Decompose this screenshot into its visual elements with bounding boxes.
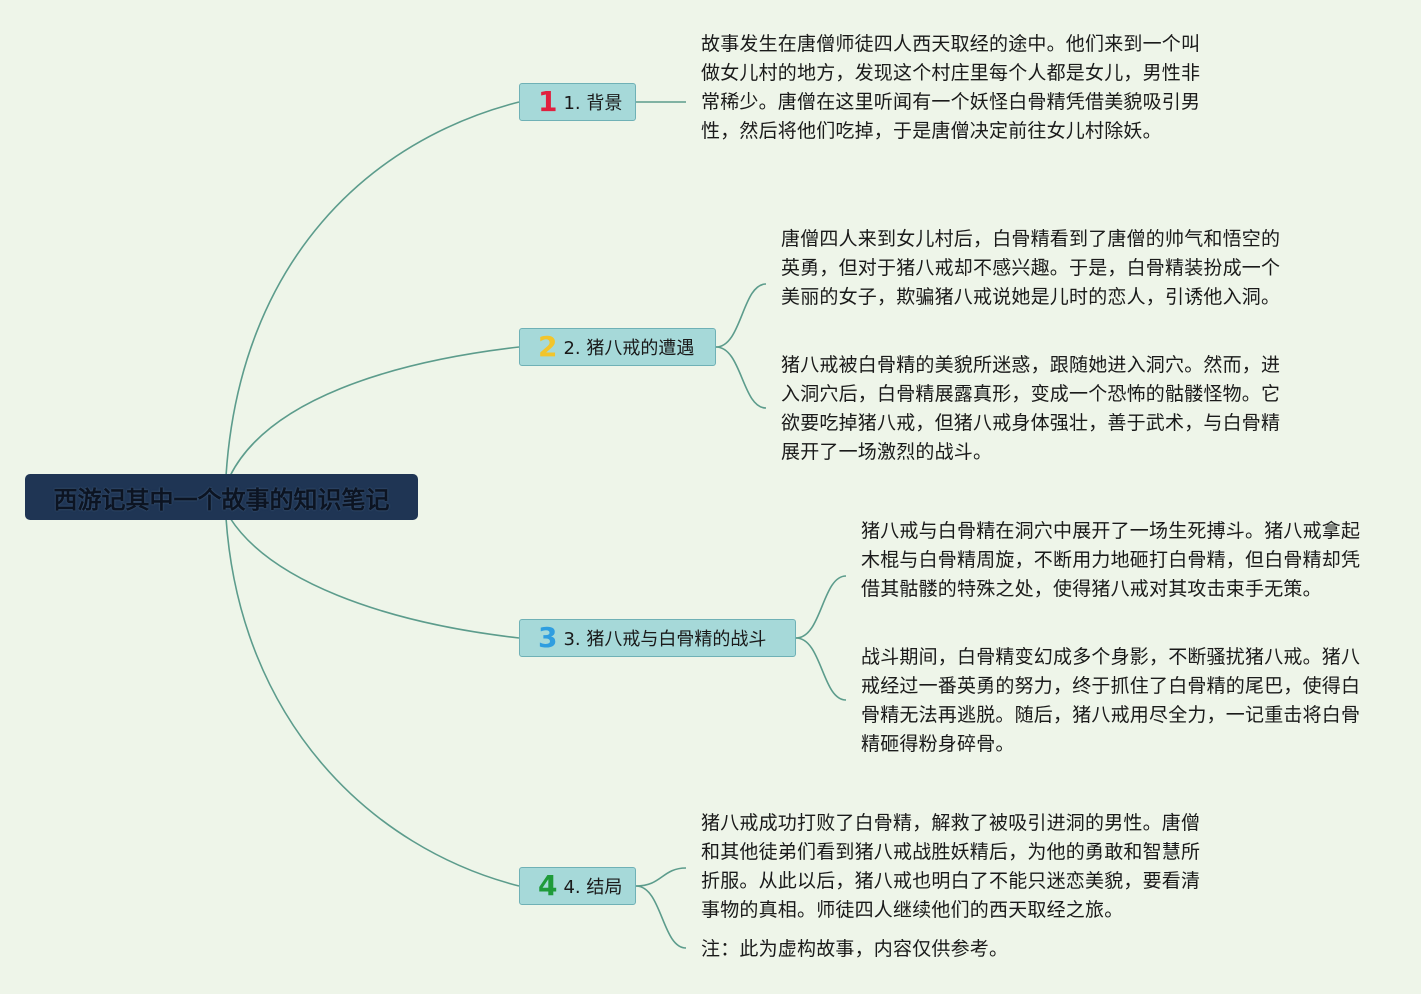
branch-topic-4[interactable]: 4 4. 结局 bbox=[519, 867, 636, 905]
connector-root-to-branch-1 bbox=[225, 101, 520, 477]
number-4-icon: 4 bbox=[538, 869, 558, 902]
connector-root-to-branch-2 bbox=[229, 346, 520, 477]
connector-branch-2-note-2 bbox=[715, 346, 767, 409]
branch-2-note-2: 猪八戒被白骨精的美貌所迷惑，跟随她进入洞穴。然而，进入洞穴后，白骨精展露真形，变… bbox=[781, 354, 1281, 463]
central-topic[interactable]: 西游记其中一个故事的知识笔记 bbox=[25, 474, 418, 520]
number-2-icon: 2 bbox=[538, 330, 558, 363]
branch-topic-1[interactable]: 1 1. 背景 bbox=[519, 83, 636, 121]
connector-branch-3-note-2 bbox=[795, 637, 847, 701]
branch-topic-3[interactable]: 3 3. 猪八戒与白骨精的战斗 bbox=[519, 619, 796, 657]
branch-topic-2[interactable]: 2 2. 猪八戒的遭遇 bbox=[519, 328, 716, 366]
connector-root-to-branch-3 bbox=[229, 517, 520, 639]
branch-topic-1-label: 1. 背景 bbox=[563, 93, 623, 114]
branch-topic-4-label: 4. 结局 bbox=[563, 877, 623, 898]
branch-4-note-2: 注：此为虚构故事，内容仅供参考。 bbox=[701, 938, 1009, 960]
branch-topic-2-label: 2. 猪八戒的遭遇 bbox=[563, 338, 695, 359]
number-1-icon: 1 bbox=[538, 85, 558, 118]
branch-1-note-1: 故事发生在唐僧师徒四人西天取经的途中。他们来到一个叫做女儿村的地方，发现这个村庄… bbox=[701, 33, 1201, 142]
connector-branch-3-note-1 bbox=[795, 575, 847, 639]
connector-branch-4-note-2 bbox=[635, 885, 687, 949]
connector-branch-2-note-1 bbox=[715, 283, 767, 348]
branch-2-note-1: 唐僧四人来到女儿村后，白骨精看到了唐僧的帅气和悟空的英勇，但对于猪八戒却不感兴趣… bbox=[781, 228, 1281, 308]
branch-4-note-1: 猪八戒成功打败了白骨精，解救了被吸引进洞的男性。唐僧和其他徒弟们看到猪八戒战胜妖… bbox=[701, 812, 1201, 921]
number-3-icon: 3 bbox=[538, 621, 558, 654]
connector-root-to-branch-4 bbox=[225, 517, 520, 887]
connector-branch-4-note-1 bbox=[635, 867, 687, 887]
branch-topic-3-label: 3. 猪八戒与白骨精的战斗 bbox=[563, 629, 767, 650]
central-topic-title: 西游记其中一个故事的知识笔记 bbox=[53, 485, 390, 514]
branch-3-note-2: 战斗期间，白骨精变幻成多个身影，不断骚扰猪八戒。猪八戒经过一番英勇的努力，终于抓… bbox=[861, 646, 1361, 755]
branch-3-note-1: 猪八戒与白骨精在洞穴中展开了一场生死搏斗。猪八戒拿起木棍与白骨精周旋，不断用力地… bbox=[861, 520, 1361, 600]
